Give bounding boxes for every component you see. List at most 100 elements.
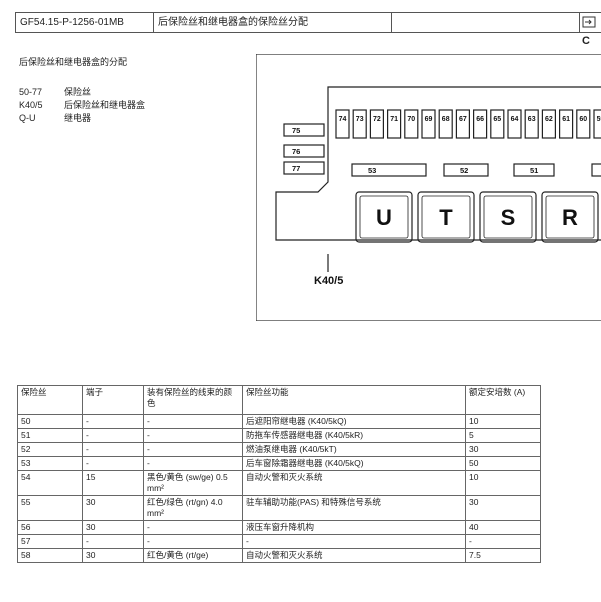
col-amperage: 额定安培数 (A) <box>465 385 541 415</box>
doc-title: 后保险丝和继电器盒的保险丝分配 <box>153 13 391 32</box>
diagram-frame <box>256 54 601 321</box>
cell-fuse: 57 <box>17 534 83 549</box>
cell-fuse: 51 <box>17 428 83 443</box>
fuse-label: 65 <box>493 116 501 123</box>
document-header: GF54.15-P-1256-01MB 后保险丝和继电器盒的保险丝分配 C <box>15 12 601 47</box>
col-function: 保险丝功能 <box>242 385 466 415</box>
cell-fuse: 50 <box>17 414 83 429</box>
cell-wire-color: - <box>143 428 243 443</box>
cell-amperage: 7.5 <box>465 548 541 563</box>
fuse-label: 61 <box>562 116 570 123</box>
fuse-label: 60 <box>579 116 587 123</box>
cell-terminal: - <box>82 534 144 549</box>
cell-terminal: 30 <box>82 495 144 521</box>
fuse-slot <box>455 109 470 139</box>
relay-label: R <box>562 205 578 230</box>
legend-key: 50-77 <box>19 87 43 97</box>
legend-item: 50-77 保险丝 <box>19 86 145 99</box>
fuse-slot <box>283 161 325 175</box>
legend-desc: 继电器 <box>64 113 92 123</box>
legend-item: Q-U 继电器 <box>19 112 145 125</box>
cell-terminal: 30 <box>82 548 144 563</box>
fuse-slot <box>541 109 556 139</box>
header-icon-text: C <box>582 35 590 47</box>
fuse-slot <box>335 109 350 139</box>
legend-desc: 保险丝 <box>64 87 92 97</box>
table-row: 57---- <box>17 534 541 549</box>
fuse-label: 76 <box>292 147 300 156</box>
fuse-label: 64 <box>511 116 519 123</box>
cell-fuse: 54 <box>17 470 83 496</box>
fuse-slot <box>593 109 601 139</box>
fuse-slot <box>438 109 453 139</box>
cell-terminal: - <box>82 442 144 457</box>
legend-key: Q-U <box>19 113 36 123</box>
table-header-row: 保险丝 端子 装有保险丝的线束的颜色 保险丝功能 额定安培数 (A) <box>17 385 541 415</box>
cell-function: 后车窗除霜器继电器 (K40/5kQ) <box>242 456 466 471</box>
cell-terminal: - <box>82 414 144 429</box>
legend-key: K40/5 <box>19 100 43 110</box>
fuse-label: 70 <box>407 116 415 123</box>
cell-terminal: - <box>82 456 144 471</box>
cell-fuse: 52 <box>17 442 83 457</box>
fuse-slot <box>283 144 325 158</box>
fuse-slot <box>559 109 574 139</box>
header-empty-cell <box>391 13 579 32</box>
relay-inner <box>545 195 595 239</box>
legend-desc: 后保险丝和继电器盒 <box>64 100 146 110</box>
cell-function: 防拖车传感器继电器 (K40/5kR) <box>242 428 466 443</box>
fuse-slot <box>351 163 427 177</box>
cell-terminal: 30 <box>82 520 144 535</box>
header-icon-cell[interactable]: C <box>579 13 601 47</box>
legend: 50-77 保险丝 K40/5 后保险丝和继电器盒 Q-U 继电器 <box>19 86 145 125</box>
intro-title: 后保险丝和继电器盒的分配 <box>19 57 128 67</box>
fuse-slot <box>524 109 539 139</box>
fuse-slot <box>443 163 489 177</box>
fuse-label: 62 <box>545 116 553 123</box>
fuse-slot <box>490 109 505 139</box>
cell-amperage: - <box>465 534 541 549</box>
fuse-label: 66 <box>476 116 484 123</box>
cell-function: 自动火警和灭火系统 <box>242 470 466 496</box>
cell-amperage: 50 <box>465 456 541 471</box>
relay <box>417 191 475 243</box>
cell-amperage: 10 <box>465 414 541 429</box>
cell-fuse: 53 <box>17 456 83 471</box>
cell-function: 后遮阳帘继电器 (K40/5kQ) <box>242 414 466 429</box>
fuse-slot <box>369 109 385 139</box>
fuse-slot <box>507 109 522 139</box>
cell-amperage: 5 <box>465 428 541 443</box>
table-row: 51--防拖车传感器继电器 (K40/5kR)5 <box>17 428 541 443</box>
fuse-label: 52 <box>460 166 468 175</box>
diagram-label: K40/5 <box>314 275 343 287</box>
cell-amperage: 10 <box>465 470 541 496</box>
cell-wire-color: - <box>143 534 243 549</box>
relay-label: T <box>439 205 453 230</box>
fuse-slot <box>421 109 436 139</box>
relay-inner <box>483 195 533 239</box>
fuse-label: 51 <box>530 166 538 175</box>
cell-wire-color: 红色/绿色 (rt/gn) 4.0 mm² <box>143 495 243 521</box>
relay <box>355 191 413 243</box>
col-fuse: 保险丝 <box>17 385 83 415</box>
relay <box>541 191 599 243</box>
fuse-label: 69 <box>425 116 433 123</box>
cell-wire-color: 黑色/黄色 (sw/ge) 0.5 mm² <box>143 470 243 496</box>
relay-inner <box>421 195 471 239</box>
legend-item: K40/5 后保险丝和继电器盒 <box>19 99 145 112</box>
relay-label: U <box>376 205 392 230</box>
cell-wire-color: - <box>143 520 243 535</box>
col-wire-color: 装有保险丝的线束的颜色 <box>143 385 243 415</box>
pointing-hand-icon[interactable] <box>582 15 596 29</box>
fuse-slot <box>283 123 325 137</box>
cell-function: 自动火警和灭火系统 <box>242 548 466 563</box>
fuse-label: 71 <box>390 116 398 123</box>
fuse-slot <box>591 163 601 177</box>
fuse-slot <box>473 109 488 139</box>
fuse-table: 保险丝 端子 装有保险丝的线束的颜色 保险丝功能 额定安培数 (A) 50--后… <box>17 385 541 563</box>
cell-terminal: - <box>82 428 144 443</box>
table-row: 53--后车窗除霜器继电器 (K40/5kQ)50 <box>17 456 541 471</box>
fuse-label: 63 <box>528 116 536 123</box>
cell-terminal: 15 <box>82 470 144 496</box>
